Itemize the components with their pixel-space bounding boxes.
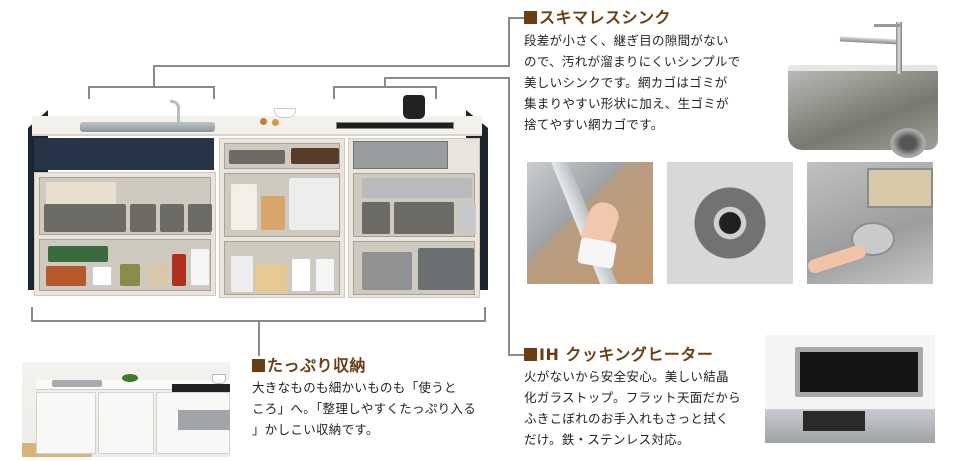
glass-top xyxy=(795,347,923,397)
drawer xyxy=(353,241,475,295)
leader-line-ih-bracket-right xyxy=(435,86,437,99)
full-kitchen-photo xyxy=(22,362,230,457)
drain-closeup-photo xyxy=(667,162,793,284)
leader-line-storage-down xyxy=(258,320,260,356)
sink-section-description: 段差が小さく、継ぎ目の隙間がない ので、汚れが溜まりにくいシンプルで 美しいシン… xyxy=(524,33,741,132)
drawer xyxy=(39,239,211,291)
leader-line-sink-up xyxy=(508,17,510,67)
storage-column-right xyxy=(348,138,480,298)
leader-line-ih-bracket-left xyxy=(333,86,335,99)
sink-closeup-photo xyxy=(770,10,956,160)
fruit xyxy=(272,119,279,126)
leader-line-sink-bracket-left xyxy=(88,86,90,99)
drawer xyxy=(224,173,340,237)
sink-section-title: スキマレスシンク xyxy=(524,8,671,28)
storage-column-center xyxy=(219,138,345,298)
square-bullet-icon xyxy=(252,359,265,372)
kettle-icon xyxy=(403,95,425,119)
leader-line-sink-run xyxy=(153,65,510,67)
drawer xyxy=(353,173,476,237)
leader-line-storage-bracket-right xyxy=(484,307,486,321)
leader-line-ih-rise xyxy=(384,78,386,87)
storage-column-left xyxy=(34,172,216,296)
drawer xyxy=(224,143,340,169)
dishwasher xyxy=(353,141,448,169)
leader-line-storage-bracket-left xyxy=(31,307,33,321)
square-bullet-icon xyxy=(524,348,537,361)
storage-section-description: 大きなものも細かいものも「使うと ころ」へ。「整理しやすくたっぷり入る 」かしこ… xyxy=(252,380,477,437)
fruit xyxy=(260,118,267,125)
storage-section-title: たっぷり収納 xyxy=(252,356,366,376)
ih-cooktop xyxy=(336,122,454,129)
drawer xyxy=(224,241,340,295)
navy-panel xyxy=(34,138,214,170)
leader-line-sink-to-title xyxy=(508,17,524,19)
leader-line-ih-bracket xyxy=(333,86,437,88)
kitchen-storage-illustration xyxy=(22,95,492,300)
mesh-basket-photo xyxy=(807,162,933,284)
leader-line-ih-run xyxy=(384,77,510,79)
drawer xyxy=(39,177,212,235)
leader-line-sink-rise xyxy=(153,66,155,87)
faucet-icon xyxy=(170,100,180,124)
grill-drawer xyxy=(803,411,865,431)
ih-section-description: 火がないから安全安心。美しい結晶 化ガラストップ。フラット天面だから ふきこぼれ… xyxy=(524,369,741,447)
leader-line-sink-bracket xyxy=(88,86,215,88)
ih-cooktop-photo xyxy=(765,335,935,443)
sink xyxy=(80,122,215,132)
leader-line-ih-to-title xyxy=(508,354,524,356)
drain-icon xyxy=(890,128,926,158)
wiping-sink-photo xyxy=(527,162,653,284)
leader-line-sink-bracket-right xyxy=(213,86,215,99)
ih-section-title: IH クッキングヒーター xyxy=(524,345,713,365)
square-bullet-icon xyxy=(524,11,537,24)
leader-line-ih-down xyxy=(508,77,510,355)
